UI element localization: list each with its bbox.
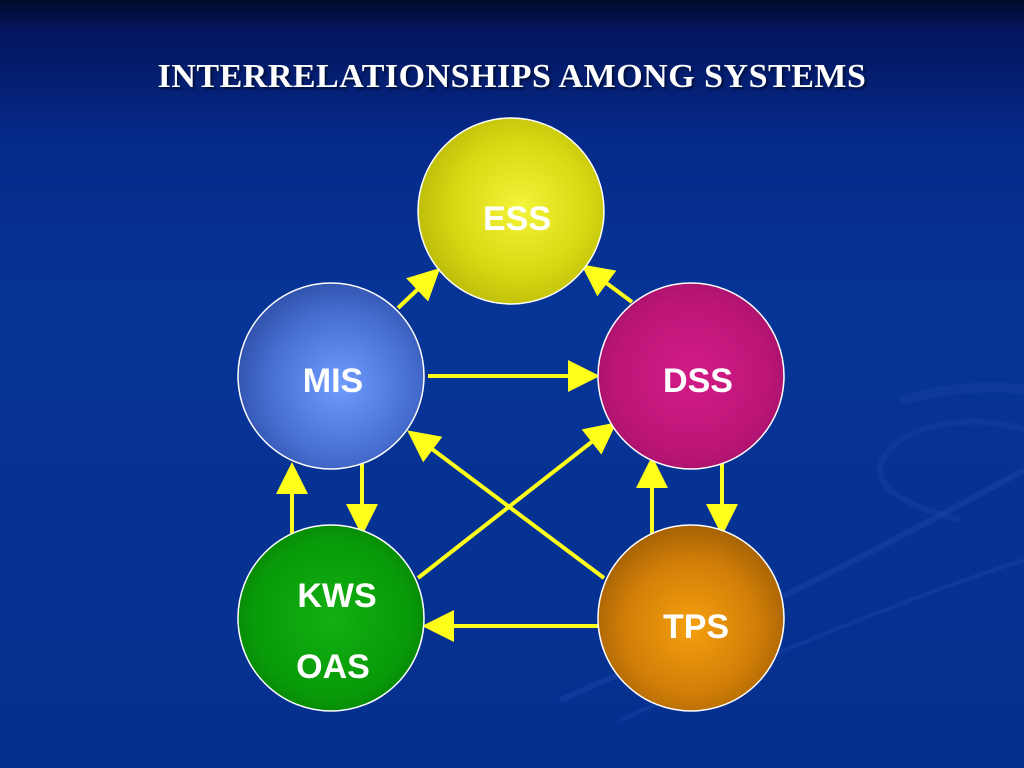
node-ess: ESS (417, 117, 605, 305)
arrow-kws-to-dss (416, 422, 617, 580)
oas-label: OAS (296, 648, 370, 686)
arrows (276, 264, 738, 642)
tps-label: TPS (663, 608, 729, 646)
slide-title: INTERRELATIONSHIPS AMONG SYSTEMS (157, 58, 867, 95)
dss-label: DSS (663, 362, 733, 400)
dss-circle (597, 282, 785, 470)
arrow-dss-to-ess (581, 264, 634, 304)
mis-circle (237, 282, 425, 470)
kws-label: KWS (297, 577, 376, 615)
ess-circle (417, 117, 605, 305)
kws-circle (237, 524, 425, 712)
node-tps: TPS (597, 524, 785, 712)
tps-circle (597, 524, 785, 712)
node-kws-oas: KWS OAS (237, 524, 425, 712)
node-mis: MIS (237, 282, 425, 470)
arrow-mis-to-ess (396, 267, 441, 310)
node-dss: DSS (597, 282, 785, 470)
mis-label: MIS (303, 362, 363, 400)
ess-label: ESS (483, 200, 551, 238)
